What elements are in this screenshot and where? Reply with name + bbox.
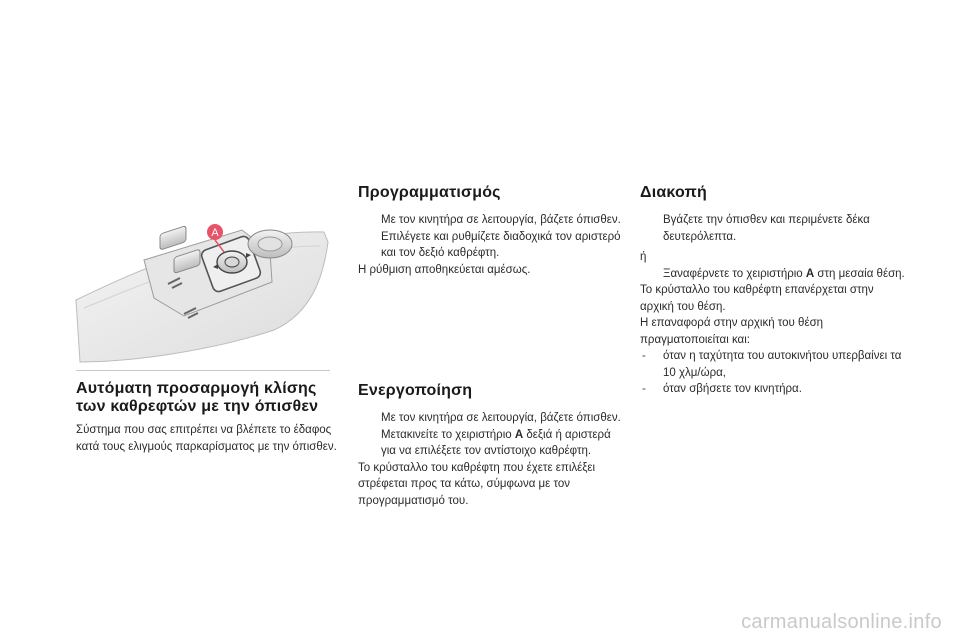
bullet-text-pre: Ξαναφέρνετε το χειριστήριο [663, 267, 806, 280]
section-title-activation: Ενεργοποίηση [358, 382, 473, 399]
bullet-text-post: στη μεσαία θέση. [814, 267, 905, 280]
section-title-programming: Προγραμματισμός [358, 184, 501, 201]
deactivation-bullet-1: Βγάζετε την όπισθεν και περιμένετε δέκα … [640, 212, 910, 245]
dash-mark: - [642, 350, 646, 362]
bullet-text: Βγάζετε την όπισθεν και περιμένετε δέκα … [663, 214, 870, 243]
title-line-2: των καθρεφτών με την όπισθεν [76, 398, 319, 415]
activation-note: Το κρύσταλλο του καθρέφτη που έχετε επιλ… [358, 461, 596, 507]
bullet-text: Με τον κινητήρα σε λειτουργία, βάζετε όπ… [381, 412, 621, 424]
window-switch-front [159, 225, 187, 250]
bullet-text-pre: Μετακινείτε το χειριστήριο [381, 428, 515, 441]
control-a-ref: A [805, 267, 815, 280]
left-column: Αυτόματη προσαρμογή κλίσης των καθρεφτών… [76, 380, 338, 455]
label-a-badge [207, 224, 223, 240]
label-a-text: A [211, 227, 219, 239]
deactivation-bullet-2: Ξαναφέρνετε το χειριστήριο A στη μεσαία … [640, 266, 910, 283]
deactivation-note-1: Το κρύσταλλο του καθρέφτη επανέρχεται στ… [640, 284, 874, 313]
dash-mark: - [642, 383, 646, 395]
bullet-text: Με τον κινητήρα σε λειτουργία, βάζετε όπ… [381, 214, 621, 226]
programming-bullet-1: Με τον κινητήρα σε λειτουργία, βάζετε όπ… [358, 212, 626, 229]
dash-text: όταν σβήσετε τον κινητήρα. [663, 383, 802, 395]
section-title-auto-tilt: Αυτόματη προσαρμογή κλίσης των καθρεφτών… [76, 380, 338, 416]
control-a-ref: A [514, 428, 524, 441]
door-switch-illustration: A [75, 224, 329, 363]
programming-note: Η ρύθμιση αποθηκεύεται αμέσως. [358, 263, 531, 276]
title-line-1: Αυτόματη προσαρμογή κλίσης [76, 380, 317, 397]
activation-bullet-1: Με τον κινητήρα σε λειτουργία, βάζετε όπ… [358, 410, 626, 427]
window-switch-rear [173, 249, 201, 274]
deactivation-dash-2: - όταν σβήσετε τον κινητήρα. [640, 381, 910, 398]
activation-bullet-2: Μετακινείτε το χειριστήριο A δεξιά ή αρι… [358, 427, 626, 460]
deactivation-note-2: Η επαναφορά στην αρχική του θέση πραγματ… [640, 317, 824, 346]
or-separator: ή [640, 251, 647, 263]
section-programming: Προγραμματισμός Με τον κινητήρα σε λειτο… [358, 184, 626, 278]
watermark-text: carmanualsonline.info [741, 611, 942, 633]
dash-text: όταν η ταχύτητα του αυτοκινήτου υπερβαίν… [663, 350, 902, 379]
intro-text: Σύστημα που σας επιτρέπει να βλέπετε το … [76, 424, 337, 453]
bullet-text: Επιλέγετε και ρυθμίζετε διαδοχικά τον αρ… [381, 230, 621, 260]
programming-bullet-2: Επιλέγετε και ρυθμίζετε διαδοχικά τον αρ… [358, 229, 626, 262]
section-activation: Ενεργοποίηση Με τον κινητήρα σε λειτουργ… [358, 382, 626, 509]
deactivation-dash-1: - όταν η ταχύτητα του αυτοκινήτου υπερβα… [640, 348, 910, 381]
bullet-text-post: δεξιά ή αριστερά για να επιλέξετε τον αν… [381, 428, 611, 458]
section-deactivation: Διακοπή Βγάζετε την όπισθεν και περιμένε… [640, 184, 910, 398]
section-title-deactivation: Διακοπή [640, 184, 707, 201]
divider-line [76, 370, 330, 371]
